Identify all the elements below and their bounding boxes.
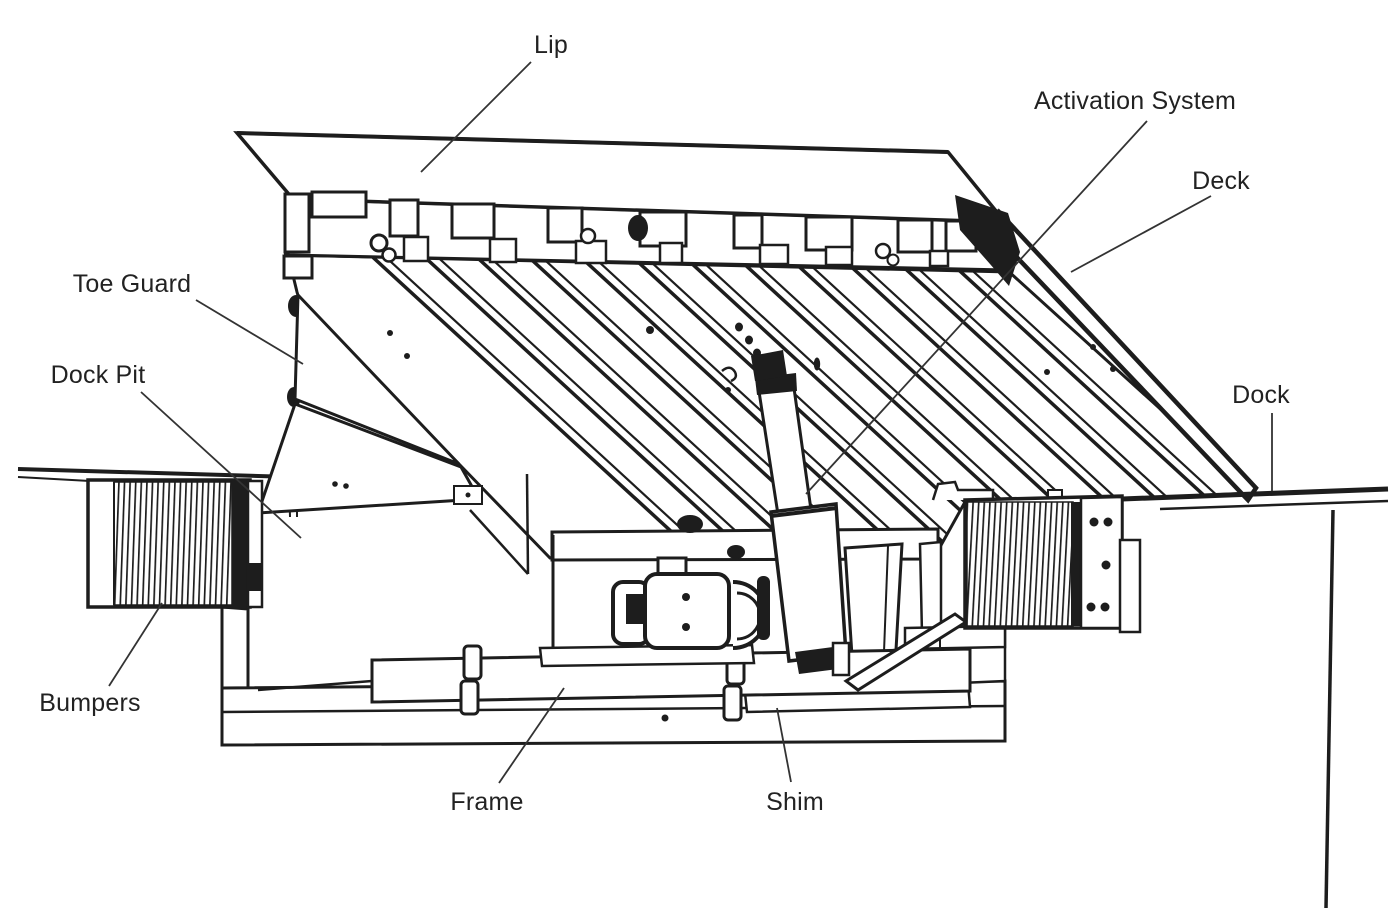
- lip-assembly: [233, 131, 1020, 286]
- motor-body: [643, 572, 731, 650]
- dock-floor-right: [1121, 486, 1389, 909]
- label-frame: Frame: [450, 788, 523, 816]
- label-lip: Lip: [534, 31, 568, 59]
- label-toe-guard: Toe Guard: [73, 270, 192, 298]
- leader-frame: [498, 687, 565, 784]
- leader-shim: [776, 707, 792, 783]
- activation-system-cylinder: [751, 350, 851, 677]
- annotations: Lip Activation System Deck Dock Toe Guar…: [39, 31, 1290, 816]
- leader-activation-system: [805, 120, 1148, 495]
- leader-bumpers: [108, 602, 163, 687]
- leader-lip: [420, 61, 532, 173]
- toe-guard-upper-panel: [293, 291, 461, 466]
- bumper-right: [963, 494, 1142, 634]
- label-dock: Dock: [1232, 381, 1290, 409]
- label-deck: Deck: [1192, 167, 1250, 195]
- lip-corner-joint: [955, 195, 1020, 286]
- leader-toe-guard: [195, 299, 304, 365]
- toe-guard: [255, 291, 483, 515]
- leader-dock-pit: [140, 391, 302, 539]
- cylinder-barrel: [769, 502, 848, 663]
- label-shim: Shim: [766, 788, 824, 816]
- label-bumpers: Bumpers: [39, 689, 140, 717]
- dock-face-edge: [1324, 509, 1335, 909]
- leader-deck: [1070, 195, 1212, 273]
- bumper-left: [86, 478, 264, 609]
- motor-pump-unit: [538, 515, 770, 668]
- label-activation-system: Activation System: [1034, 87, 1236, 115]
- label-dock-pit: Dock Pit: [51, 361, 146, 389]
